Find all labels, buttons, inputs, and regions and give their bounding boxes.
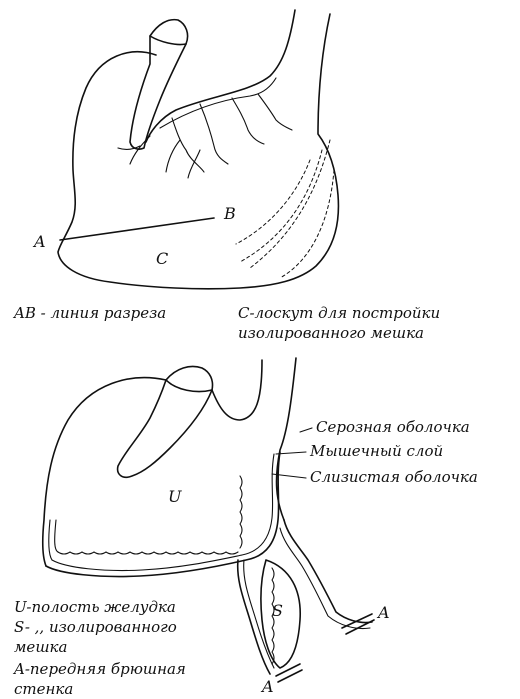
lesser-curvature-bottom — [212, 360, 262, 420]
left-wall-layers — [49, 520, 58, 560]
layer-muscle-label: Мышечный слой — [309, 442, 443, 460]
bottom-stomach-figure: U S A A Серозная оболочка Мышечный слой … — [43, 358, 478, 696]
cut-line-ab — [60, 218, 214, 240]
abdominal-wall-right — [342, 614, 374, 634]
layer-serosa-label: Серозная оболочка — [316, 418, 470, 436]
legend-line-3: мешка — [14, 638, 67, 656]
leader-serosa — [300, 428, 312, 432]
top-stomach-figure: A B C — [32, 10, 338, 289]
label-u: U — [168, 487, 182, 506]
esophagus — [130, 20, 188, 149]
stomach-upper-outline — [43, 378, 166, 566]
label-a-top: A — [32, 232, 46, 251]
body-right-wall — [277, 358, 296, 520]
legend-line-1: U-полость желудка — [14, 598, 176, 616]
flap-dash-1 — [250, 140, 330, 268]
stomach-outline — [58, 14, 338, 289]
caption-ab: AB - линия разреза — [12, 304, 166, 322]
vessel-branch-4 — [258, 94, 292, 130]
legend-line-4: A-передняя брюшная — [12, 660, 186, 678]
pylorus-wall-inner — [280, 528, 370, 629]
esophagus-end — [150, 36, 186, 45]
label-b-top: B — [223, 204, 236, 223]
label-a-bottom: A — [260, 677, 274, 696]
pylorus-wall-outer — [284, 520, 372, 623]
label-s: S — [272, 601, 283, 620]
wall-inner-wavy — [58, 476, 242, 554]
abdominal-wall-bottom — [276, 664, 302, 682]
vessel-branch-3 — [232, 98, 264, 144]
flap-dash-3 — [236, 160, 310, 244]
esophagus-bottom-end — [166, 380, 212, 392]
vessel-main — [160, 78, 276, 128]
esophagus-bottom — [118, 367, 213, 478]
ds-wall-left — [238, 560, 270, 674]
vessel-branch-2 — [200, 104, 228, 164]
wall-outer — [46, 452, 280, 577]
legend-line-5: стенка — [14, 680, 73, 698]
legend-line-2: S- ,, изолированного — [14, 618, 177, 636]
flap-dash-2 — [240, 150, 322, 262]
layer-mucosa-label: Слизистая оболочка — [310, 468, 478, 486]
lesser-curvature — [146, 10, 295, 142]
legend: U-полость желудка S- ,, изолированного м… — [12, 598, 186, 698]
flap-dash-4 — [280, 170, 334, 278]
label-a-right: A — [376, 603, 390, 622]
caption-c-line1: C-лоскут для постройки — [238, 304, 440, 322]
caption-c-line2: изолированного мешка — [238, 324, 424, 342]
label-c-top: C — [156, 249, 168, 268]
